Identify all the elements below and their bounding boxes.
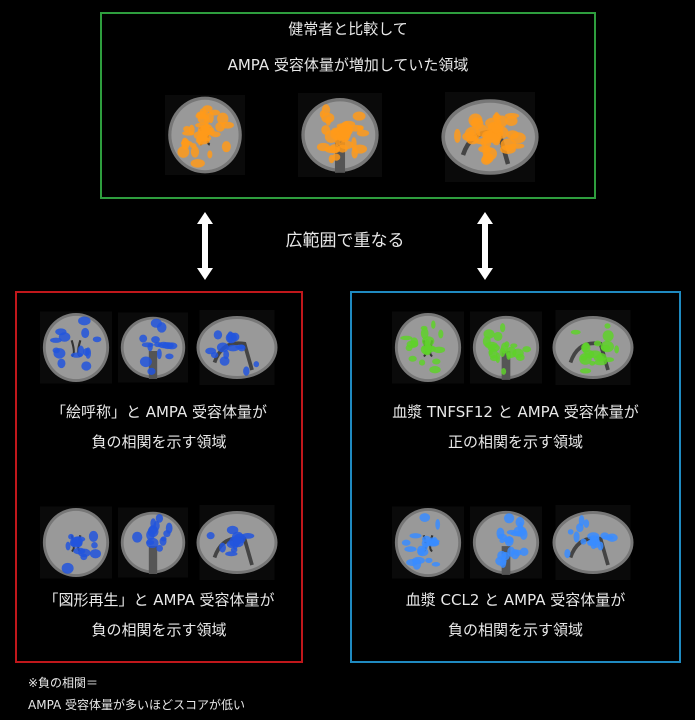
right-panel2-sagittal-brain bbox=[552, 505, 634, 580]
note-line2: AMPA 受容体量が多いほどスコアが低い bbox=[28, 698, 246, 712]
double-arrow-icon bbox=[197, 212, 213, 280]
right-panel1-coronal-brain bbox=[470, 311, 542, 384]
top-box bbox=[100, 12, 596, 199]
left-panel2-axial-brain bbox=[40, 506, 112, 579]
left-panel2-coronal-brain bbox=[118, 507, 188, 578]
left-panel1-sagittal-brain bbox=[196, 310, 278, 385]
overlap-label: 広範囲で重なる bbox=[285, 231, 405, 251]
right-panel1-axial-brain bbox=[392, 311, 464, 384]
left-panel1-line1: 「絵呼称」と AMPA 受容体量が bbox=[50, 403, 268, 421]
note-line1: ※負の相関＝ bbox=[28, 676, 99, 690]
right-panel1-line1: 血漿 TNFSF12 と AMPA 受容体量が bbox=[392, 403, 639, 421]
left-panel1-line2: 負の相関を示す領域 bbox=[91, 433, 227, 451]
left-panel1-coronal-brain bbox=[118, 312, 188, 383]
left-panel1-axial-brain bbox=[40, 311, 112, 384]
right-panel1-sagittal-brain bbox=[552, 310, 634, 385]
right-panel1-line2: 正の相関を示す領域 bbox=[447, 433, 583, 451]
left-panel2-sagittal-brain bbox=[196, 505, 278, 580]
right-panel2-axial-brain bbox=[392, 506, 464, 579]
top-title-2: AMPA 受容体量が増加していた領域 bbox=[227, 56, 469, 74]
right-panel2-line1: 血漿 CCL2 と AMPA 受容体量が bbox=[405, 591, 626, 609]
right-panel2-coronal-brain bbox=[470, 506, 542, 579]
left-panel2-line2: 負の相関を示す領域 bbox=[91, 621, 227, 639]
top-coronal-brain bbox=[298, 93, 382, 177]
right-panel2-line2: 負の相関を示す領域 bbox=[447, 621, 583, 639]
left-panel2-line1: 「図形再生」と AMPA 受容体量が bbox=[43, 591, 275, 609]
left-box bbox=[15, 291, 303, 663]
double-arrow-icon bbox=[477, 212, 493, 280]
right-box bbox=[350, 291, 681, 663]
top-title-1: 健常者と比較して bbox=[288, 20, 408, 38]
top-sagittal-brain bbox=[441, 92, 539, 182]
top-axial-brain bbox=[165, 95, 245, 175]
